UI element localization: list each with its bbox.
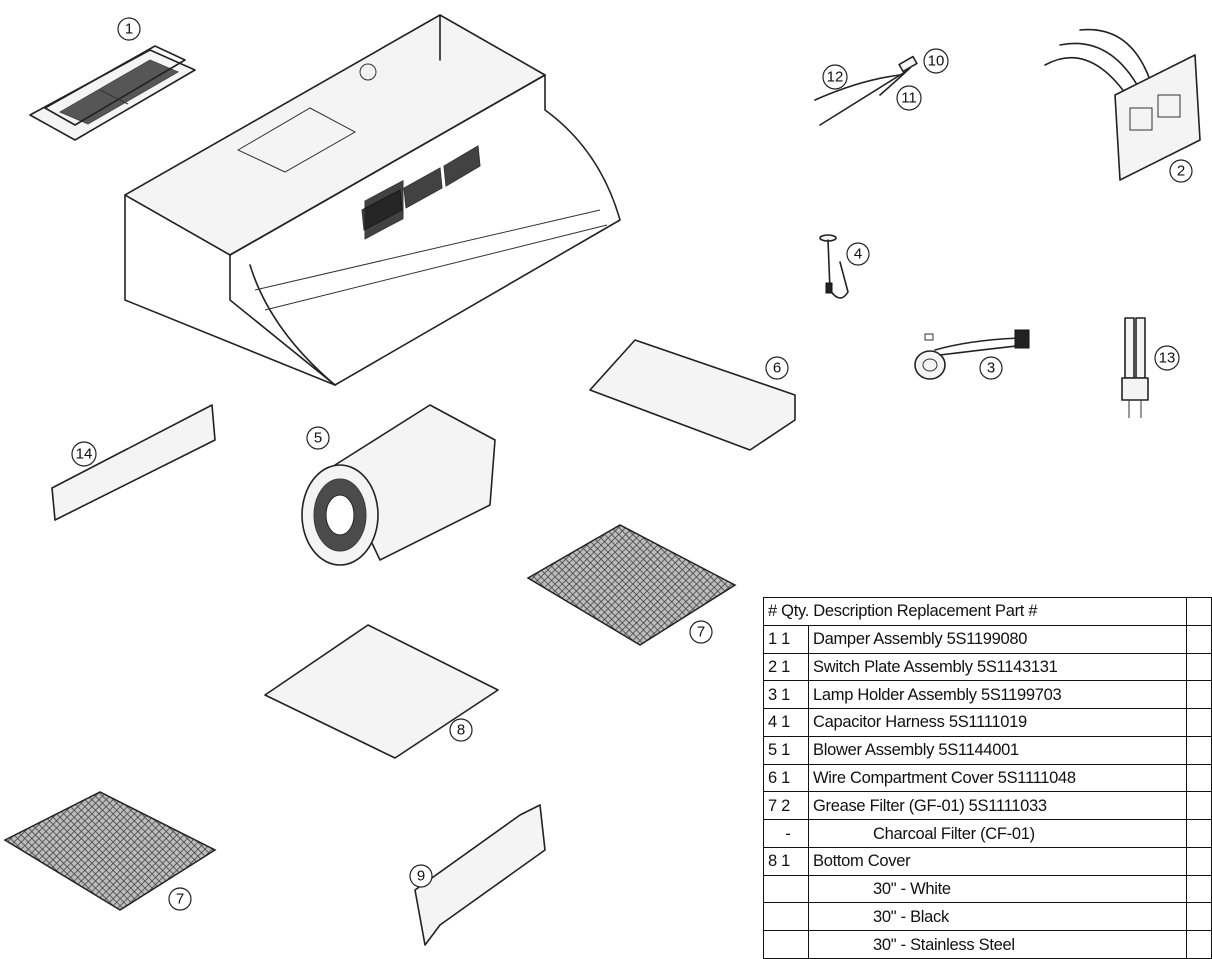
table-cell [1186,624,1212,654]
table-cell [1186,791,1212,821]
row-index-qty: 8 1 [763,846,809,876]
table-row: 30" - White [763,874,1212,904]
callout-3: 3 [979,356,1003,380]
table-row: 30" - Stainless Steel [763,930,1212,959]
callout-14: 14 [71,441,97,467]
switch-plate-drawing [1044,28,1201,181]
row-index-qty: - [763,819,809,848]
callout-10: 10 [923,48,949,74]
fluorescent-bulb-drawing [1121,317,1149,418]
row-index-qty: 3 1 [763,680,809,710]
bottom-cover-drawing [264,624,499,759]
range-hood-body-drawing [124,14,621,386]
svg-text:8: 8 [457,722,465,739]
callout-11: 11 [896,85,922,111]
callout-5: 5 [306,426,330,450]
row-index-qty [763,930,809,959]
callout-6: 6 [765,356,789,380]
table-cell [1186,652,1212,682]
table-cell [1186,708,1212,737]
callout-4: 4 [846,242,870,266]
row-description: 30" - Stainless Steel [808,930,1187,959]
svg-text:7: 7 [697,624,705,641]
table-cell [1186,735,1212,765]
grease-filter-drawing-b [3,791,217,911]
row-description: Lamp Holder Assembly 5S1199703 [808,680,1187,710]
svg-text:4: 4 [854,246,862,263]
row-description: Switch Plate Assembly 5S1143131 [808,652,1187,682]
callout-13: 13 [1154,345,1180,371]
replacement-parts-table: # Qty. Description Replacement Part # 1 … [763,597,1212,959]
grease-filter-drawing-a [526,524,737,646]
table-row: -Charcoal Filter (CF-01) [763,819,1212,848]
table-cell [1186,846,1212,876]
table-cell [1186,819,1212,848]
row-index-qty: 4 1 [763,708,809,737]
table-header-row: # Qty. Description Replacement Part # [763,597,1212,626]
svg-text:10: 10 [928,53,945,70]
callout-9: 9 [409,864,433,888]
table-cell [1186,680,1212,710]
svg-text:12: 12 [827,69,844,86]
row-description: Blower Assembly 5S1144001 [808,735,1187,765]
part-14-drawing [51,404,216,521]
table-cell [1186,902,1212,932]
row-description: Damper Assembly 5S1199080 [808,624,1187,654]
callout-12: 12 [822,64,848,90]
svg-text:6: 6 [773,360,781,377]
row-index-qty [763,902,809,932]
svg-text:2: 2 [1177,163,1185,180]
callout-label: 1 [125,21,133,38]
svg-text:5: 5 [314,430,322,447]
row-index-qty: 1 1 [763,624,809,654]
svg-text:14: 14 [76,446,93,463]
svg-text:13: 13 [1159,350,1176,367]
svg-text:9: 9 [417,868,425,885]
wire-leads-drawing [814,55,918,126]
row-index-qty: 5 1 [763,735,809,765]
row-description: 30" - Black [808,902,1187,932]
row-description: Capacitor Harness 5S1111019 [808,708,1187,737]
callout-1: 1 [117,17,141,41]
row-index-qty [763,874,809,904]
svg-text:11: 11 [901,90,917,107]
table-cell [1186,930,1212,959]
callout-8: 8 [449,718,473,742]
capacitor-harness-drawing [819,234,849,299]
table-row: 30" - Black [763,902,1212,932]
row-index-qty: 2 1 [763,652,809,682]
table-cell [1186,597,1212,626]
table-header: # Qty. Description Replacement Part # [763,597,1187,626]
lamp-holder-drawing [914,329,1030,380]
svg-text:3: 3 [987,360,995,377]
row-description: 30" - White [808,874,1187,904]
blower-assembly-drawing [301,404,496,566]
row-index-qty: 6 1 [763,763,809,793]
callout-7a: 7 [689,620,713,644]
damper-assembly-drawing [29,45,196,141]
row-description: Wire Compartment Cover 5S1111048 [808,763,1187,793]
row-description: Bottom Cover [808,846,1187,876]
table-cell [1186,763,1212,793]
row-description: Grease Filter (GF-01) 5S1111033 [808,791,1187,821]
part-9-drawing [414,804,546,946]
row-description: Charcoal Filter (CF-01) [808,819,1187,848]
svg-text:7: 7 [176,891,184,908]
row-index-qty: 7 2 [763,791,809,821]
wire-compartment-cover-drawing [589,339,796,451]
callout-2: 2 [1169,159,1193,183]
callout-7b: 7 [168,887,192,911]
table-cell [1186,874,1212,904]
